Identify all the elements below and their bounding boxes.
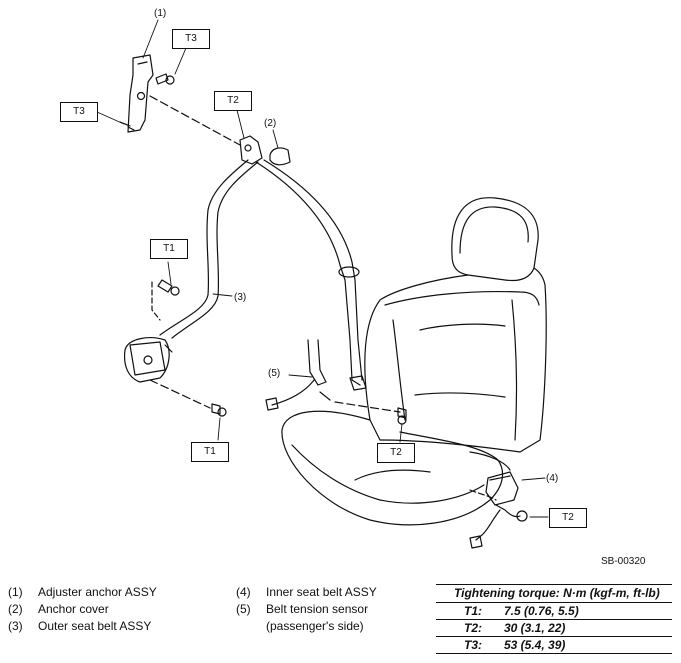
legend-text: Anchor cover xyxy=(38,602,109,616)
legend-item: (4) Inner seat belt ASSY xyxy=(236,584,436,601)
legend-num: (1) xyxy=(8,585,23,599)
legend-num: (5) xyxy=(236,602,251,616)
torque-tag-t3-left: T3 xyxy=(60,102,98,122)
outer-seat-belt xyxy=(159,159,367,391)
torque-key: T3: xyxy=(464,638,482,652)
legend-left: (1) Adjuster anchor ASSY (2) Anchor cove… xyxy=(8,584,238,635)
legend-num: (2) xyxy=(8,602,23,616)
callout-1: (1) xyxy=(154,8,167,19)
torque-row: T3: 53 (5.4, 39) xyxy=(436,637,672,654)
legend-item: (3) Outer seat belt ASSY xyxy=(8,618,238,635)
adjuster-anchor xyxy=(119,54,175,133)
belt-tension-sensor xyxy=(265,339,407,425)
callout-4: (4) xyxy=(546,473,559,484)
inner-seat-belt xyxy=(469,471,528,549)
torque-value: 53 (5.4, 39) xyxy=(504,638,566,652)
callout-5: (5) xyxy=(268,368,281,379)
torque-tag-t2-buckle: T2 xyxy=(549,508,587,528)
legend-item: (2) Anchor cover xyxy=(8,601,238,618)
belt-retractor xyxy=(123,337,173,383)
torque-table: Tightening torque: N·m (kgf-m, ft-lb) T1… xyxy=(436,584,672,654)
torque-row: T2: 30 (3.1, 22) xyxy=(436,620,672,637)
legend-num: (4) xyxy=(236,585,251,599)
torque-tag-t3-top: T3 xyxy=(172,29,210,49)
torque-tag-t2-upper: T2 xyxy=(214,91,252,111)
torque-tag-t1-outer: T1 xyxy=(150,239,188,259)
legend-item: (1) Adjuster anchor ASSY xyxy=(8,584,238,601)
diagram-code: SB-00320 xyxy=(601,556,646,567)
lower-anchor-bolt xyxy=(149,379,227,417)
outer-bolt xyxy=(151,279,180,321)
legend-text: Inner seat belt ASSY xyxy=(266,585,377,599)
leader-lines xyxy=(96,19,549,518)
torque-heading: Tightening torque: N·m (kgf-m, ft-lb) xyxy=(436,584,672,603)
upper-belt-anchor xyxy=(239,135,291,166)
legend-text: Adjuster anchor ASSY xyxy=(38,585,157,599)
torque-value: 30 (3.1, 22) xyxy=(504,621,566,635)
legend-text: Belt tension sensor (passenger's side) xyxy=(266,602,369,633)
leader-anchor-dash xyxy=(149,95,241,146)
legend-text: Outer seat belt ASSY xyxy=(38,619,152,633)
legend-num: (3) xyxy=(8,619,23,633)
torque-tag-t1-lower: T1 xyxy=(191,442,229,462)
torque-row: T1: 7.5 (0.76, 5.5) xyxy=(436,603,672,620)
legend-middle: (4) Inner seat belt ASSY (5) Belt tensio… xyxy=(236,584,436,635)
torque-value: 7.5 (0.76, 5.5) xyxy=(504,604,579,618)
callout-2: (2) xyxy=(264,118,277,129)
seat-illustration xyxy=(281,197,547,526)
callout-3: (3) xyxy=(234,292,247,303)
torque-tag-t2-center: T2 xyxy=(377,443,415,463)
torque-key: T2: xyxy=(464,621,482,635)
torque-key: T1: xyxy=(464,604,482,618)
legend-item: (5) Belt tension sensor (passenger's sid… xyxy=(236,601,436,635)
